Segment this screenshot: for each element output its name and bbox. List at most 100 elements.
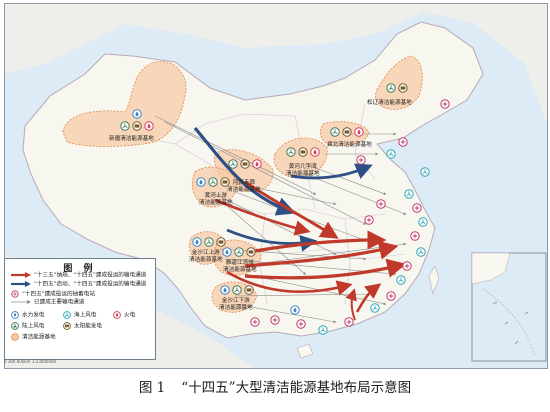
- base-label-huanghe-jizi: 黄河几字湾 清洁能源基地: [286, 164, 320, 177]
- legend-label: 已建成主要输电通道: [34, 299, 85, 306]
- pumped-storage-icon: [11, 290, 19, 298]
- water-drop-icon: [290, 305, 300, 315]
- base-label-jinsha-upper: 金沙江上游 清洁能源基地: [189, 250, 223, 263]
- flame-icon: [354, 127, 364, 137]
- solar-panel-icon: [63, 322, 71, 330]
- blue-arrow-xinjiang: [193, 126, 296, 216]
- offshore-wind-icon: [396, 275, 406, 285]
- offshore-wind-icon: [418, 217, 428, 227]
- water-drop-icon: [196, 177, 206, 187]
- taiwan: [428, 265, 440, 296]
- offshore-wind-icon: [416, 247, 426, 257]
- figure-number: 图 1: [138, 380, 166, 396]
- pumped-storage-icon: [376, 199, 386, 209]
- pumped-storage-icon: [344, 317, 354, 327]
- offshore-wind-icon: [386, 149, 396, 159]
- solar-panel-icon: [298, 147, 308, 157]
- pumped-storage-icon: [386, 291, 396, 301]
- legend-label: 清洁能源基地: [22, 334, 56, 341]
- figure-title: “十四五”大型清洁能源基地布局示意图: [181, 380, 412, 396]
- legend-row-onshore: 陆上风电: [11, 322, 44, 331]
- offshore-wind-icon: [420, 167, 430, 177]
- legend-row-pumped: “十四五”建成投运的抽蓄电站: [11, 290, 95, 299]
- legend-row-offshore: 海上风电: [63, 311, 96, 320]
- wind-turbine-icon: [386, 83, 396, 93]
- legend-label: “十四五”建成投运的抽蓄电站: [22, 291, 95, 298]
- wind-turbine-icon: [228, 159, 238, 169]
- pumped-storage-icon: [270, 315, 280, 325]
- pumped-storage-icon: [440, 99, 450, 109]
- inset-coast: [471, 252, 511, 285]
- wind-turbine-icon: [286, 147, 296, 157]
- legend-title: 图 例: [63, 264, 97, 274]
- legend-row-thermal: 火电: [113, 311, 135, 320]
- legend-row-planned: “十三五”纳规、“十四五”建成投运的输电通道: [11, 272, 146, 280]
- flame-icon: [144, 121, 154, 131]
- red-arrow-hexi: [244, 180, 339, 239]
- base-label-xinjiang: 新疆清洁能源基地: [109, 136, 154, 142]
- red-arrow-yalong-2: [244, 240, 399, 268]
- hainan: [296, 343, 314, 359]
- planned-transmission-arrows: [214, 180, 407, 321]
- base-label-jibei: 冀北清洁能源基地: [327, 142, 372, 148]
- power-plant-symbols: [120, 83, 508, 335]
- pumped-storage-icon: [250, 317, 260, 327]
- red-arrow-jinsha-1: [244, 258, 407, 280]
- flame-icon: [252, 159, 262, 169]
- solar-panel-icon: [220, 177, 230, 187]
- flame-icon: [310, 147, 320, 157]
- solar-panel-icon: [132, 121, 142, 131]
- wind-turbine-icon: [234, 247, 244, 257]
- solar-panel-icon: [244, 285, 254, 295]
- legend-label: 陆上风电: [22, 323, 45, 330]
- legend-label: “十三五”纳规、“十四五”建成投运的输电通道: [34, 272, 147, 279]
- legend-row-solar: 太阳能发电: [63, 322, 102, 331]
- pumped-storage-icon: [410, 231, 420, 241]
- inset-dash-line: [482, 288, 536, 357]
- base-label-songliao: 松辽清洁能源基地: [367, 100, 412, 106]
- offshore-wind-icon: [63, 311, 71, 319]
- offshore-wind-icon: [318, 325, 328, 335]
- water-drop-icon: [11, 311, 19, 319]
- red-arrow-south: [345, 288, 357, 321]
- solar-panel-icon: [342, 127, 352, 137]
- wind-turbine-icon: [330, 127, 340, 137]
- inset-islands: [492, 301, 529, 345]
- flame-icon: [113, 311, 121, 319]
- red-arrow-icon: [11, 272, 31, 278]
- red-arrow-yalong-1: [248, 230, 387, 254]
- legend-row-existing: 已建成主要输电通道: [11, 299, 84, 307]
- solar-panel-icon: [240, 159, 250, 169]
- map-legend: 图 例 “十三五”纳规、“十四五”建成投运的输电通道 “十四五”启动、“十四五”…: [4, 258, 156, 360]
- base-label-huanghe-upper: 黄河上游 清洁能源基地: [199, 193, 233, 206]
- offshore-wind-icon: [370, 303, 380, 313]
- solar-panel-icon: [216, 237, 226, 247]
- scale-bar: 0 300 600km 1:23000000: [4, 359, 57, 364]
- solar-panel-icon: [398, 83, 408, 93]
- blue-arrow-jizi: [290, 163, 373, 180]
- base-songliao: [375, 55, 423, 110]
- pumped-storage-icon: [296, 319, 306, 329]
- base-label-hexi: 河西走廊 清洁能源基地: [227, 180, 261, 193]
- pumped-storage-icon: [364, 215, 374, 225]
- wind-turbine-icon: [11, 322, 19, 330]
- base-xinjiang: [62, 61, 187, 147]
- pumped-storage-icon: [412, 203, 422, 213]
- legend-row-base: 清洁能源基地: [11, 333, 56, 342]
- base-huanghe-upper: [191, 166, 238, 208]
- pumped-storage-icon: [398, 137, 408, 147]
- clean-base-icon: [11, 333, 19, 341]
- grey-line-icon: [11, 300, 31, 304]
- legend-label: 太阳能发电: [74, 323, 102, 330]
- red-arrow-jinsha-2: [226, 270, 353, 296]
- legend-label: “十四五”启动、“十四五”建成投运的输电通道: [34, 281, 147, 288]
- red-arrow-southeast: [355, 283, 382, 313]
- wind-turbine-icon: [208, 177, 218, 187]
- wind-turbine-icon: [204, 237, 214, 247]
- base-label-jinsha-lower: 金沙江下游 清洁能源基地: [219, 298, 253, 311]
- blue-arrow-icon: [11, 281, 31, 287]
- red-arrow-huanghe: [214, 198, 311, 236]
- base-label-yalong: 雅砻江流域 清洁能源基地: [223, 260, 257, 273]
- water-drop-icon: [132, 109, 142, 119]
- legend-label: 水力发电: [22, 312, 45, 319]
